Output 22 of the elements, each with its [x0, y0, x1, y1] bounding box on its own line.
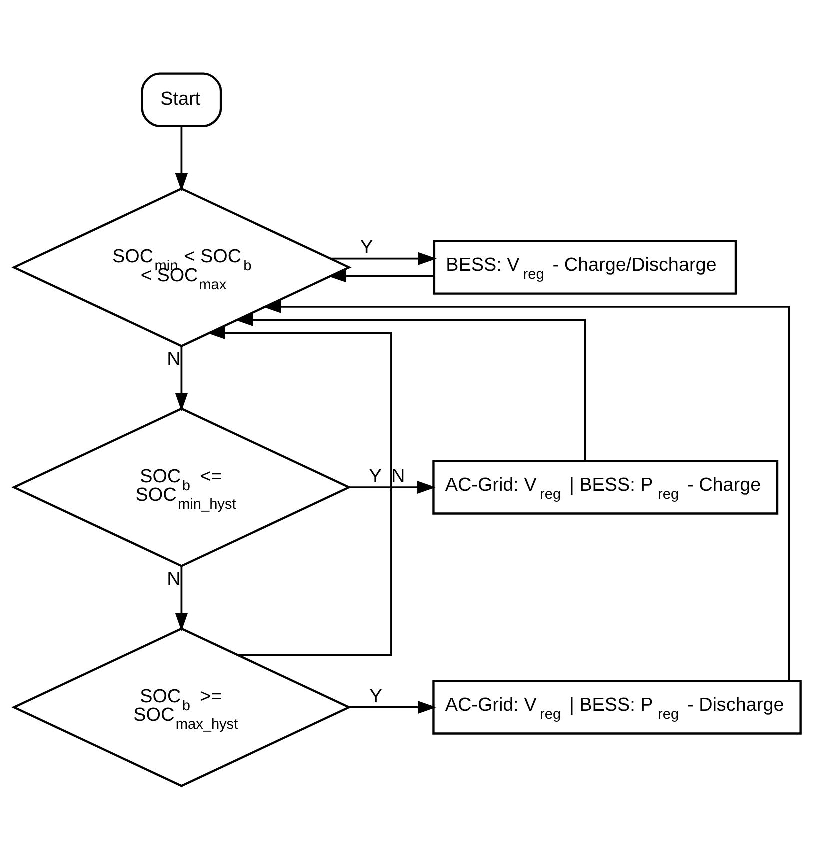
- node-diamond: SOC$_{b}$ >= SOC$_{max_hyst}$: [12, 627, 352, 787]
- arrow: [175, 566, 188, 631]
- edge-label: N: [167, 568, 181, 590]
- node-box: AC-Grid: V$_{reg}$ | BESS: P$_{reg}$ - Charge: [432, 460, 779, 514]
- edge-label: N: [391, 466, 406, 487]
- node-diamond: SOC$_{b}$ <= SOC$_{min_hyst}$: [12, 407, 352, 567]
- node-box: Start: [141, 72, 222, 127]
- edge-label: Y: [370, 686, 382, 707]
- arrow: [349, 480, 436, 494]
- node-box: BESS: V$_{reg}$ - Charge/Discharge: [433, 240, 738, 294]
- node-box: AC-Grid: V$_{reg}$ | BESS: P$_{reg}$ - Discharge: [432, 680, 802, 734]
- arrow: [330, 252, 437, 265]
- arrow: [349, 700, 437, 714]
- arrow: [328, 269, 434, 282]
- arrow: [175, 346, 188, 411]
- arrow: [175, 126, 188, 192]
- arrow: [234, 313, 586, 460]
- arrow: [262, 300, 790, 681]
- edge-label: N: [167, 348, 181, 370]
- edge-label: Y: [360, 237, 374, 258]
- edge-label: Y: [369, 466, 382, 487]
- arrow: [207, 326, 392, 656]
